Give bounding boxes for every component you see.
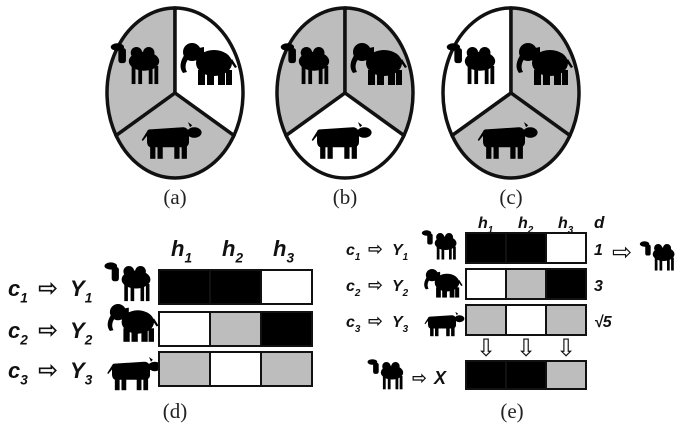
header-h1: h1	[171, 236, 192, 266]
implies-arrow: ⇨	[38, 357, 58, 384]
target-label: Y1	[392, 242, 408, 263]
table-cell	[260, 351, 313, 387]
header-h2: h2	[518, 215, 534, 236]
table-cell	[158, 269, 211, 305]
caption-c: (c)	[499, 185, 522, 209]
table-cell	[465, 304, 507, 336]
pie-a	[105, 6, 245, 180]
class-label: c1	[346, 242, 360, 263]
implies-arrow: ⇨	[368, 239, 383, 259]
target-label: Y2	[392, 278, 409, 299]
target-label: Y2	[70, 318, 93, 348]
table-cell	[545, 268, 587, 300]
table-cell	[209, 311, 262, 347]
class-label: c2	[8, 318, 28, 348]
elephant-icon	[424, 269, 463, 298]
bull-icon	[424, 311, 465, 337]
header-h3: h3	[558, 215, 574, 236]
query-row: ⇨X	[367, 359, 587, 390]
target-label: Y3	[392, 314, 409, 335]
down-arrow-icon: ⇩	[556, 335, 576, 362]
class-label: c1	[8, 276, 28, 306]
table-cell	[465, 232, 507, 264]
class-label: c2	[346, 278, 361, 299]
table-row: c1 ⇨ Y1 1	[346, 230, 603, 264]
down-arrow-icon: ⇩	[476, 335, 496, 362]
header-h3: h3	[273, 236, 294, 266]
table-row: c2 ⇨ Y2 3	[346, 268, 603, 300]
table-cell	[158, 311, 211, 347]
elephant-icon	[107, 304, 159, 342]
header-h1: h1	[478, 215, 493, 236]
table-cell	[465, 268, 507, 300]
table-row: c2 ⇨ Y2	[8, 304, 313, 348]
query-cell	[505, 360, 547, 390]
target-label: Y3	[70, 358, 93, 388]
table-cell	[260, 311, 313, 347]
implies-arrow: ⇨	[38, 317, 58, 344]
pie-c	[441, 6, 581, 180]
target-label: Y1	[70, 276, 92, 306]
query-cell	[465, 360, 507, 390]
table-row: c3 ⇨ Y3 √5	[346, 304, 613, 337]
query-label: X	[433, 368, 447, 388]
implies-arrow: ⇨	[412, 368, 427, 388]
table-cell	[505, 232, 547, 264]
camel-icon	[104, 262, 151, 302]
query-cell	[545, 360, 587, 390]
distance-value: 3	[594, 278, 603, 295]
header-d: d	[594, 213, 605, 232]
pie-b	[275, 6, 415, 180]
table-cell	[545, 232, 587, 264]
table-cell	[505, 268, 547, 300]
result-arrow-icon: ⇨	[612, 239, 632, 266]
panel-d-table: h1 h2 h3 c1 ⇨ Y1 c2 ⇨ Y2 c3 ⇨ Y3	[8, 236, 313, 391]
caption-a: (a)	[163, 185, 186, 209]
distance-value: √5	[594, 314, 613, 331]
table-row: c3 ⇨ Y3	[8, 351, 313, 391]
implies-arrow: ⇨	[38, 275, 58, 302]
class-label: c3	[346, 314, 361, 335]
table-cell	[545, 304, 587, 336]
camel-icon	[421, 230, 457, 260]
caption-e: (e)	[500, 399, 523, 423]
header-h2: h2	[222, 236, 243, 266]
table-cell	[158, 351, 211, 387]
table-row: c1 ⇨ Y1	[8, 262, 313, 306]
down-arrow-icon: ⇩	[516, 335, 536, 362]
table-cell	[209, 351, 262, 387]
bull-icon	[107, 356, 162, 391]
camel-icon	[639, 241, 675, 271]
distance-value: 1	[594, 242, 603, 259]
implies-arrow: ⇨	[368, 311, 383, 331]
table-cell	[260, 269, 313, 305]
table-cell	[209, 269, 262, 305]
table-cell	[505, 304, 547, 336]
caption-d: (d)	[163, 399, 188, 423]
caption-b: (b)	[333, 185, 358, 209]
camel-icon	[367, 359, 404, 390]
pie-diagrams	[105, 6, 581, 180]
implies-arrow: ⇨	[368, 275, 383, 295]
class-label: c3	[8, 358, 28, 388]
